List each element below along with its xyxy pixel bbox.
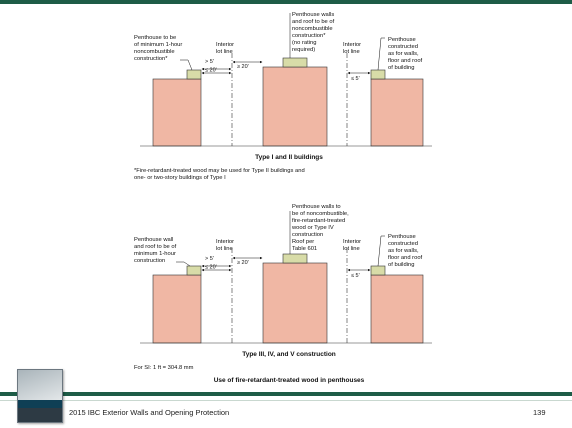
top-penthouse-left [186, 69, 202, 80]
bottom-dim-ge20: ≥ 20' [237, 260, 249, 266]
top-caption: Type I and II buildings [255, 154, 323, 161]
top-label-right: Penthouse constructed as for walls, floo… [388, 37, 424, 71]
bottom-dim-le5: ≤ 5' [351, 273, 360, 279]
footer-accent-rule [0, 392, 572, 396]
bottom-penthouse-center [282, 253, 308, 264]
top-building-center [262, 66, 328, 147]
top-label-left: Penthouse to be of minimum 1-hour noncom… [134, 35, 184, 62]
bottom-label-center: Penthouse walls to be of noncombustible,… [291, 204, 350, 252]
page-number: 139 [533, 408, 546, 417]
bottom-building-center [262, 262, 328, 344]
bottom-dim-le20: ≤ 20' [205, 265, 217, 271]
top-building-left [152, 78, 202, 147]
footer-divider [0, 400, 572, 401]
top-dim-gt5: > 5' [205, 59, 214, 65]
footer-title: 2015 IBC Exterior Walls and Opening Prot… [69, 408, 230, 417]
figure-title: Use of fire-retardant-treated wood in pe… [214, 377, 365, 384]
bottom-label-interior-right: Interior lot line [343, 239, 363, 252]
bottom-leader-left [176, 261, 191, 267]
bottom-dim-gt5: > 5' [205, 256, 214, 262]
top-label-center: Penthouse walls and roof to be of noncom… [292, 12, 336, 53]
bottom-label-right: Penthouse constructed as for walls, floo… [388, 234, 424, 268]
bottom-label-left: Penthouse wall and roof to be of minimum… [134, 237, 178, 264]
bottom-penthouse-left [186, 265, 202, 276]
bottom-penthouse-right [370, 265, 386, 276]
top-diagram: > 5' ≤ 20' ≥ 20' ≤ 5' Penthouse to be of… [134, 12, 432, 181]
top-label-interior-left: Interior lot line [216, 42, 236, 55]
top-dim-le5: ≤ 5' [351, 76, 360, 82]
bottom-label-interior-left: Interior lot line [216, 239, 236, 252]
ibc-book-cover-thumbnail [17, 369, 63, 423]
bottom-caption: Type III, IV, and V construction [242, 351, 336, 358]
top-penthouse-right [370, 69, 386, 80]
bottom-diagram: > 5' ≤ 20' ≥ 20' ≤ 5' Penthouse wall and… [134, 204, 432, 384]
top-label-interior-right: Interior lot line [343, 42, 363, 55]
si-note: For SI: 1 ft = 304.8 mm [134, 365, 194, 371]
top-dim-ge20: ≥ 20' [237, 64, 249, 70]
top-leader-left [180, 59, 193, 71]
top-building-right [370, 78, 424, 147]
footer [0, 392, 572, 428]
bottom-leader-right [377, 235, 385, 267]
top-dim-le20: ≤ 20' [205, 68, 217, 74]
bottom-building-right [370, 274, 424, 344]
bottom-building-left [152, 274, 202, 344]
top-leader-right [377, 37, 385, 71]
top-accent-rule [0, 0, 572, 4]
penthouse-diagram: > 5' ≤ 20' ≥ 20' ≤ 5' Penthouse to be of… [134, 12, 432, 384]
top-penthouse-center [282, 57, 308, 68]
top-footnote: *Fire-retardant-treated wood may be used… [134, 168, 306, 181]
